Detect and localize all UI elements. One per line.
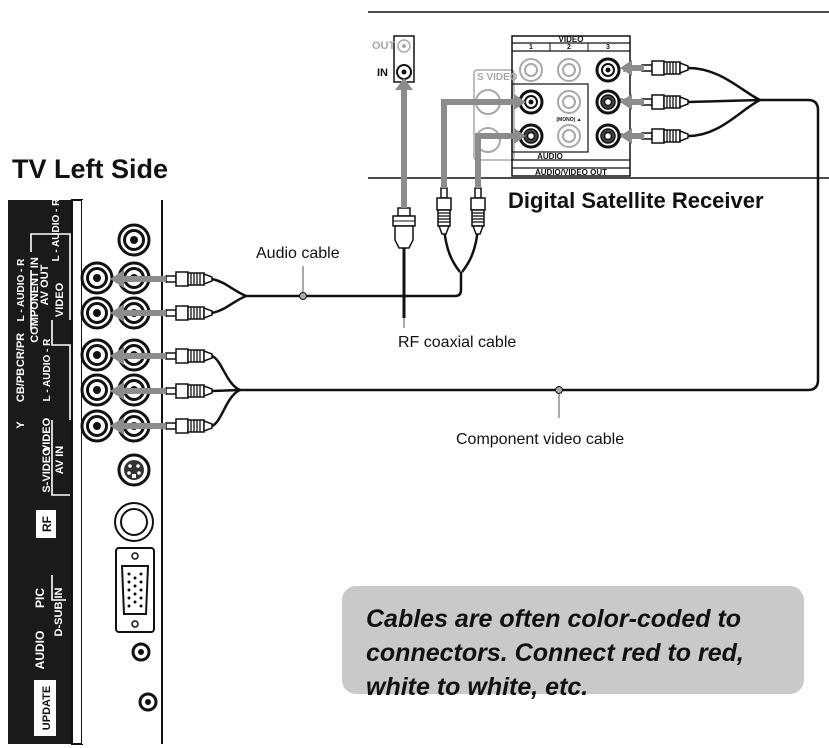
tv-av-out-video-label: VIDEO [54, 282, 66, 317]
audio-cable-tv-l-branch [211, 277, 247, 298]
component-cable-pb-branch [687, 98, 761, 104]
receiver-video-label: VIDEO [559, 35, 584, 44]
receiver-y-label: Y [622, 68, 626, 74]
tv-rf-jack [114, 502, 154, 542]
arrow-receiver-audio-l [441, 94, 526, 188]
tv-jack-av-out-l [80, 261, 114, 295]
tv-jack-cr [80, 338, 114, 372]
component-cable-label: Component video cable [456, 431, 624, 448]
tv-jack-audio-r [80, 296, 114, 330]
tv-d-sub-connector [115, 547, 155, 633]
tv-y-plug [165, 418, 213, 434]
tv-audio-r-plug [165, 305, 213, 321]
arrow-tv-cb [110, 382, 166, 400]
tv-jack-av-out-r [117, 223, 151, 257]
receiver-pb-plug [641, 94, 689, 110]
tv-label-brackets [30, 233, 71, 601]
component-cable-tv-cr-branch [211, 354, 241, 392]
receiver-audio-l-plug [436, 187, 452, 235]
receiver-audio-label: AUDIO [537, 152, 563, 161]
tv-pic-label: PIC [33, 588, 47, 608]
receiver-y-jack [595, 57, 621, 83]
receiver-out-jack [397, 39, 411, 53]
tv-audio-label: AUDIO [33, 631, 47, 670]
tv-av-out-audio-label: L - AUDIO - R [51, 198, 62, 262]
receiver-video-2-jack [557, 58, 581, 82]
receiver-s-video-label: S VIDEO [477, 72, 518, 83]
receiver-in-jack [396, 64, 412, 80]
tv-s-video-label: S-VIDEO [41, 447, 53, 493]
arrow-tv-av-out-l [110, 270, 166, 288]
component-cable-tv-y-branch [211, 388, 241, 428]
receiver-col-2: 2 [567, 44, 571, 51]
tv-component-in-label: COMPONENT IN [29, 257, 41, 343]
rf-coax-plug [392, 207, 416, 249]
component-cable-tv-cb-branch [211, 388, 241, 393]
component-cable-y-branch [687, 66, 761, 102]
receiver-col-3: 3 [606, 44, 610, 51]
tv-audio-l-plug [165, 271, 213, 287]
tv-cr-pr-label: CR/PR [15, 333, 27, 367]
receiver-video-1-jack [519, 58, 543, 82]
arrow-tv-cr [110, 347, 166, 365]
component-cable-marker [555, 386, 563, 394]
receiver-col-1: 1 [529, 44, 533, 51]
tv-audio-mini-jack [131, 642, 151, 662]
receiver-audio-r-plug [470, 187, 486, 235]
tv-av-in-audio-label: L - AUDIO - R [42, 338, 53, 402]
receiver-pb-jack [595, 89, 621, 115]
receiver-title: Digital Satellite Receiver [508, 188, 764, 213]
tv-av-in-label: AV IN [54, 446, 66, 475]
receiver-mono-jack [557, 90, 581, 114]
tv-jack-y [80, 409, 114, 443]
tv-cr-plug [165, 348, 213, 364]
tv-av-out-label: AV OUT [39, 264, 51, 305]
arrow-receiver-audio-r [475, 128, 526, 188]
tv-component-audio-label: L - AUDIO - R [16, 258, 27, 322]
audio-cable-label: Audio cable [256, 245, 340, 262]
tv-av-in-video-label: VIDEO [41, 417, 53, 452]
tv-cb-plug [165, 383, 213, 399]
tip-note-text: Cables are often color-coded to connecto… [366, 605, 744, 701]
cables [211, 66, 820, 428]
component-cable-pr-branch [687, 98, 761, 138]
tv-s-video-jack [117, 453, 151, 487]
tv-cb-pb-label: CB/PB [15, 368, 27, 402]
arrow-receiver-pr [620, 128, 644, 144]
rf-cable-label: RF coaxial cable [398, 334, 516, 351]
tv-update-label: UPDATE [41, 686, 53, 730]
tip-note-box: Cables are often color-coded to connecto… [342, 586, 804, 701]
receiver-in-label: IN [377, 67, 388, 79]
tv-rf-label: RF [40, 516, 54, 532]
audio-cable-main [246, 272, 463, 298]
arrow-receiver-pb [620, 94, 644, 110]
receiver-pr-plug [641, 128, 689, 144]
audio-cable-tv-r-branch [211, 294, 247, 315]
component-cable-main [240, 98, 820, 392]
receiver-y-plug [641, 60, 689, 76]
tv-d-sub-in-label: D-SUB IN [53, 588, 65, 637]
arrow-tv-av-out-r [110, 304, 166, 322]
receiver-pr-jack [595, 123, 621, 149]
arrow-receiver-rf-in [395, 78, 413, 208]
tv-panel-title: TV Left Side [12, 154, 168, 184]
receiver-av-out-label: AUDIO/VIDEO OUT [535, 168, 607, 177]
audio-cable-marker [299, 292, 307, 300]
receiver-out-label: OUT [372, 40, 396, 52]
tv-y-label: Y [15, 421, 27, 429]
receiver-jack-r2 [557, 124, 581, 148]
arrow-receiver-y [620, 60, 644, 76]
tv-rf-badge: RF [36, 510, 56, 538]
tv-jack-cb [80, 373, 114, 407]
receiver-mono-label: (MONO) ▲ [556, 117, 581, 123]
tv-update-badge: UPDATE [34, 680, 56, 736]
tv-update-jack [138, 692, 158, 712]
arrow-tv-y [110, 417, 166, 435]
